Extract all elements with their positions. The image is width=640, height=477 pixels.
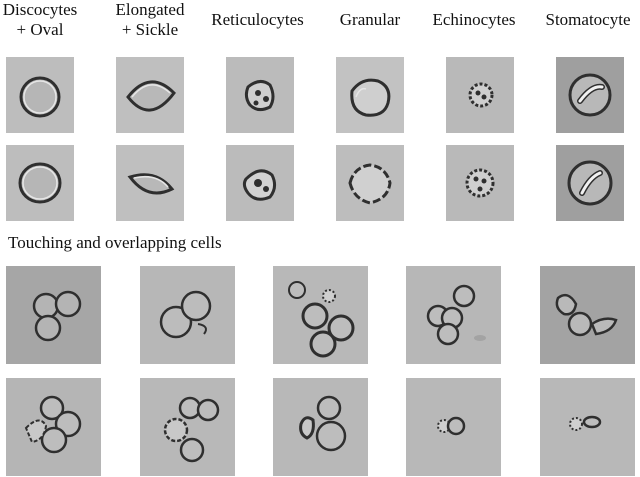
- elongated-sickle-cell-icon: [116, 145, 184, 221]
- discocyte-oval-cell-image-2: [6, 145, 74, 221]
- touching-cells-icon: [273, 266, 368, 364]
- touching-cells-icon: [540, 266, 635, 364]
- stomatocyte-cell-image: [556, 57, 624, 133]
- column-label-stomatocyte: Stomatocyte: [545, 10, 631, 29]
- echinocyte-cell-icon: [446, 57, 514, 133]
- column-label-reticulocytes: Reticulocytes: [211, 10, 304, 29]
- touching-cells-image-7: [140, 378, 235, 476]
- touching-cells-icon: [540, 378, 635, 476]
- column-label-echinocytes: Echinocytes: [432, 10, 516, 29]
- touching-cells-image-4: [406, 266, 501, 364]
- reticulocyte-cell-image: [226, 57, 294, 133]
- elongated-sickle-cell-image: [116, 57, 184, 133]
- elongated-sickle-cell-image-2: [116, 145, 184, 221]
- touching-cells-image-10: [540, 378, 635, 476]
- discocyte-oval-cell-image: [6, 57, 74, 133]
- granular-cell-icon: [336, 145, 404, 221]
- touching-cells-image-2: [140, 266, 235, 364]
- discocyte-oval-cell-icon: [6, 145, 74, 221]
- stomatocyte-cell-icon: [556, 145, 624, 221]
- stomatocyte-cell-image-2: [556, 145, 624, 221]
- echinocyte-cell-image-2: [446, 145, 514, 221]
- column-label-granular: Granular: [339, 10, 401, 29]
- echinocyte-cell-image: [446, 57, 514, 133]
- column-label-elongated-sickle: Elongated + Sickle: [115, 0, 185, 39]
- section-title-touching-overlapping: Touching and overlapping cells: [8, 233, 222, 252]
- touching-cells-icon: [140, 266, 235, 364]
- echinocyte-cell-icon: [446, 145, 514, 221]
- touching-cells-image-3: [273, 266, 368, 364]
- granular-cell-image: [336, 57, 404, 133]
- touching-cells-image-1: [6, 266, 101, 364]
- elongated-sickle-cell-icon: [116, 57, 184, 133]
- touching-cells-image-6: [6, 378, 101, 476]
- column-label-discocytes-oval: Discocytes + Oval: [2, 0, 78, 39]
- touching-cells-icon: [140, 378, 235, 476]
- discocyte-oval-cell-icon: [6, 57, 74, 133]
- touching-cells-image-8: [273, 378, 368, 476]
- touching-cells-icon: [406, 266, 501, 364]
- touching-cells-icon: [6, 378, 101, 476]
- touching-cells-icon: [6, 266, 101, 364]
- stomatocyte-cell-icon: [556, 57, 624, 133]
- reticulocyte-cell-image-2: [226, 145, 294, 221]
- touching-cells-icon: [273, 378, 368, 476]
- touching-cells-image-9: [406, 378, 501, 476]
- touching-cells-icon: [406, 378, 501, 476]
- reticulocyte-cell-icon: [226, 145, 294, 221]
- reticulocyte-cell-icon: [226, 57, 294, 133]
- granular-cell-image-2: [336, 145, 404, 221]
- granular-cell-icon: [336, 57, 404, 133]
- touching-cells-image-5: [540, 266, 635, 364]
